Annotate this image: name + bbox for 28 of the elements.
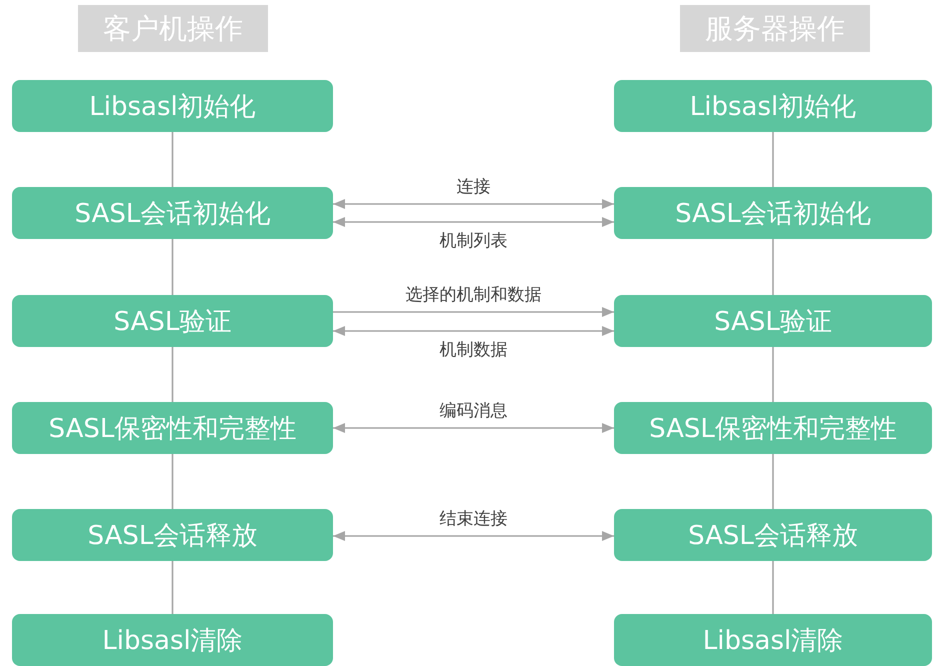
double-arrow bbox=[333, 199, 614, 209]
process-box: SASL会话释放 bbox=[12, 509, 333, 561]
connector-line bbox=[772, 239, 774, 295]
double-arrow bbox=[333, 326, 614, 336]
process-box: SASL保密性和完整性 bbox=[12, 402, 333, 454]
connector-line bbox=[172, 454, 174, 509]
connector-line bbox=[172, 239, 174, 295]
process-box: SASL保密性和完整性 bbox=[614, 402, 932, 454]
connector-line bbox=[172, 347, 174, 402]
connector-line bbox=[772, 561, 774, 614]
process-box: Libsasl清除 bbox=[614, 614, 932, 666]
double-arrow bbox=[333, 217, 614, 227]
double-arrow bbox=[333, 423, 614, 433]
connector-line bbox=[172, 561, 174, 614]
double-arrow bbox=[333, 531, 614, 541]
connector-line bbox=[772, 132, 774, 187]
process-box: SASL会话释放 bbox=[614, 509, 932, 561]
process-box: Libsasl清除 bbox=[12, 614, 333, 666]
arrow bbox=[333, 307, 614, 317]
process-box: SASL验证 bbox=[12, 295, 333, 347]
connector-line bbox=[172, 132, 174, 187]
process-box: SASL会话初始化 bbox=[12, 187, 333, 239]
process-box: SASL会话初始化 bbox=[614, 187, 932, 239]
connector-line bbox=[772, 454, 774, 509]
process-box: SASL验证 bbox=[614, 295, 932, 347]
process-box: Libsasl初始化 bbox=[12, 80, 333, 132]
connector-line bbox=[772, 347, 774, 402]
process-box: Libsasl初始化 bbox=[614, 80, 932, 132]
